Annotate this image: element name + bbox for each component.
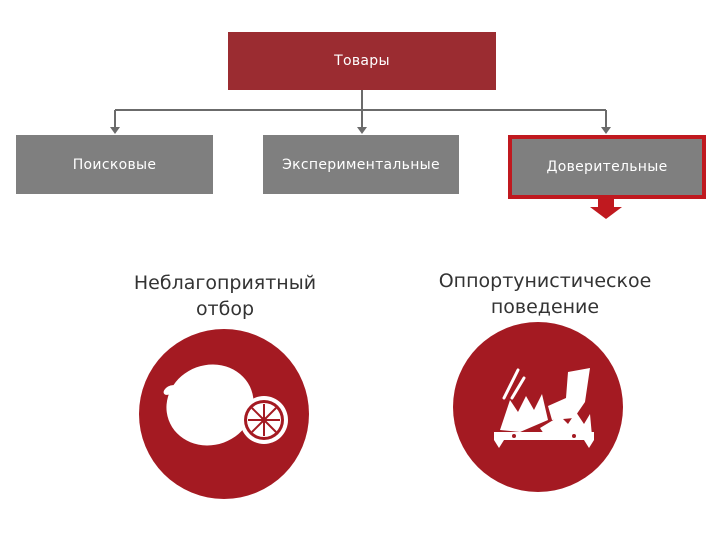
down-arrow-icon	[590, 199, 622, 219]
category-label-search: Поисковые	[72, 156, 157, 173]
outcome-caption-opportunistic-behavior: Оппортунистическое поведение	[438, 270, 652, 318]
connector-arrowheads	[110, 127, 611, 134]
category-node-experience: Экспериментальные	[263, 135, 459, 194]
category-node-credence: Доверительные	[508, 135, 706, 199]
root-node: Товары	[228, 32, 496, 90]
category-node-search: Поисковые	[16, 135, 213, 194]
root-label: Товары	[334, 53, 390, 69]
lemon-icon	[139, 329, 309, 499]
connectors	[114, 90, 607, 128]
bear-trap-icon	[453, 322, 623, 492]
category-label-credence: Доверительные	[546, 159, 668, 175]
category-label-experience: Экспериментальные	[282, 156, 440, 173]
outcome-caption-adverse-selection: Неблагоприятный отбор	[133, 272, 317, 320]
